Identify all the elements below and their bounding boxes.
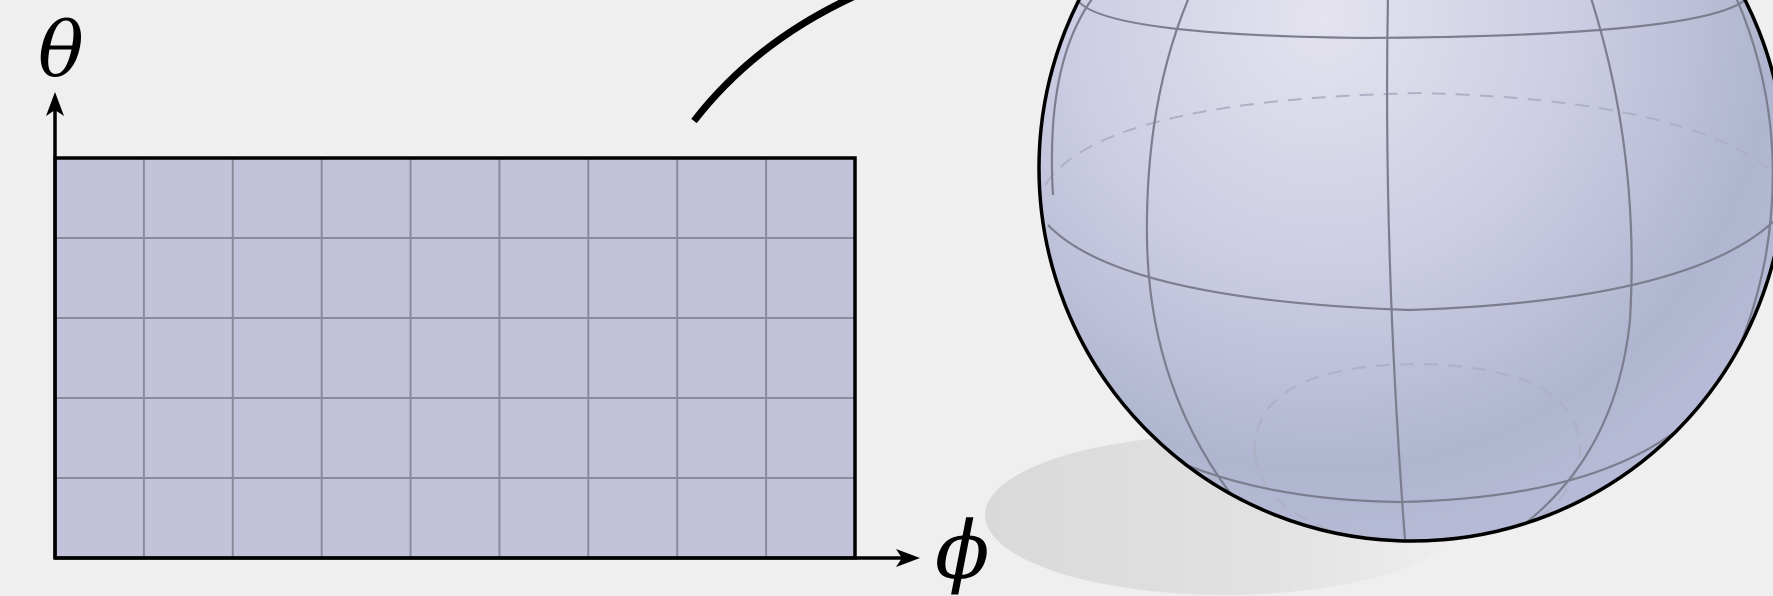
sphere-hidden-lines — [1044, 91, 1773, 541]
theta-axis-arrow-icon — [46, 92, 64, 116]
parameter-domain: θ ϕ — [38, 5, 990, 596]
phi-axis-arrow-icon — [896, 549, 920, 567]
theta-label: θ — [38, 5, 84, 94]
sphere-surface — [1039, 0, 1773, 541]
sphere-outline — [1037, 0, 1773, 543]
grid-lines — [55, 158, 855, 558]
phi-label: ϕ — [935, 504, 990, 596]
parameter-rectangle — [55, 158, 855, 558]
sphere — [985, 0, 1773, 595]
sphere-grid-lines — [1047, 0, 1773, 541]
mapping-arrow — [691, 0, 855, 124]
